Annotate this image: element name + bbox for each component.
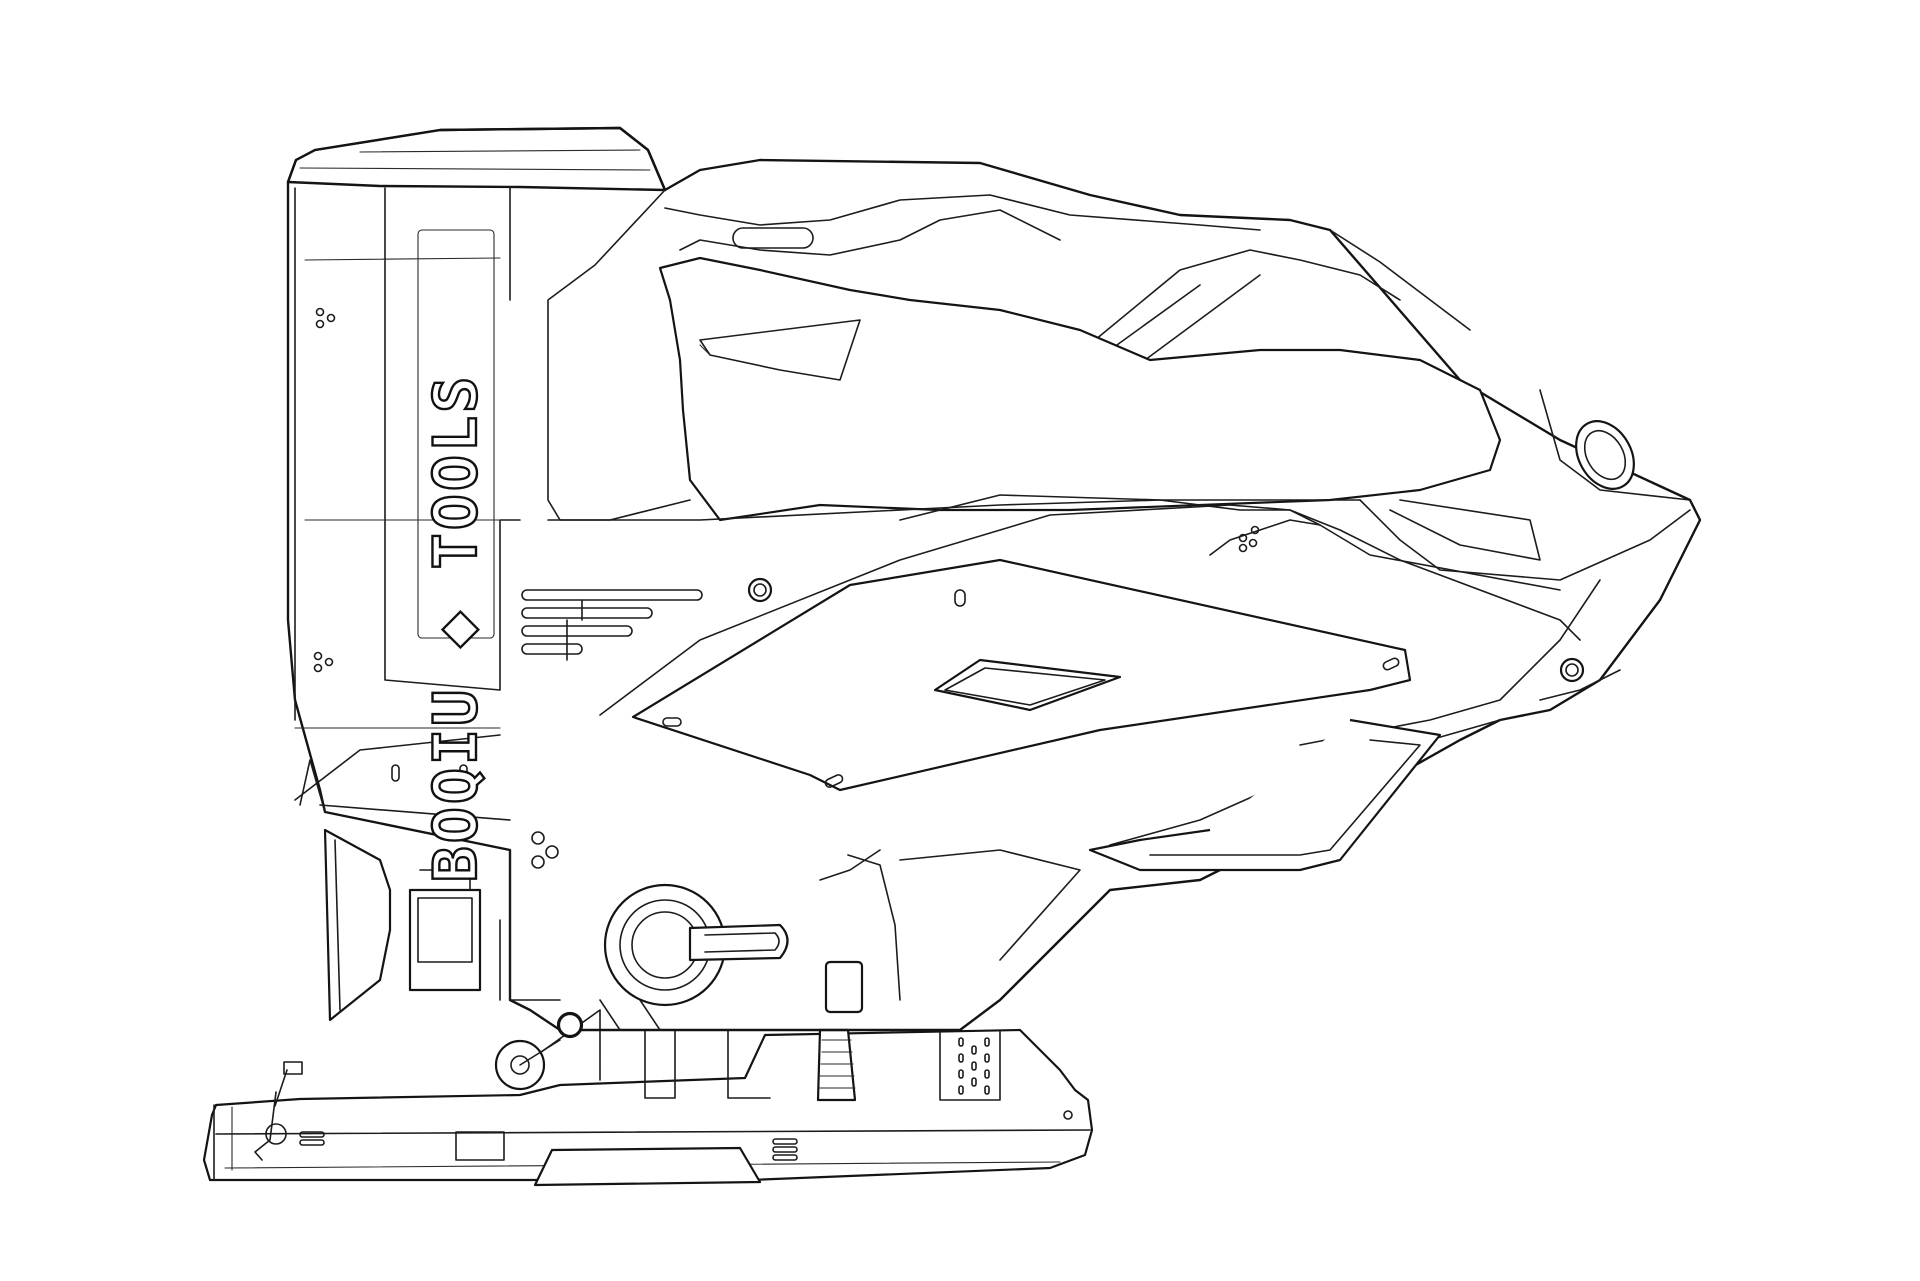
screw-1 — [747, 577, 773, 603]
grip-slot — [732, 227, 814, 249]
orbital-knob — [603, 883, 789, 1007]
lock-button — [824, 960, 864, 1014]
orbital-lever — [688, 923, 789, 962]
panel-dots — [1238, 525, 1260, 553]
panel-badge — [933, 658, 1122, 712]
rear-hole — [1575, 420, 1635, 490]
screw-3 — [557, 1012, 583, 1038]
vent-dots-lower — [313, 651, 334, 673]
base-screw — [1063, 1110, 1073, 1120]
blade-guard — [323, 828, 392, 1022]
top-cap — [286, 126, 667, 192]
lower-rear-bracket — [1088, 718, 1442, 872]
wordmark-frame — [417, 229, 495, 639]
handle-opening — [658, 256, 1502, 522]
base-slot-group-middle — [772, 1138, 798, 1161]
vent-dots-front — [531, 831, 559, 869]
main-body — [286, 126, 1702, 1038]
bevel-lever — [816, 1028, 857, 1102]
blade-clamp — [213, 1061, 303, 1181]
front-mount — [727, 1029, 771, 1099]
screw-2 — [1559, 657, 1585, 683]
vent-dots-upper — [315, 307, 336, 329]
bevel-scale — [939, 1029, 1001, 1101]
vent-slots — [521, 589, 703, 661]
blade-holder — [408, 888, 482, 992]
base-plate — [202, 1028, 1094, 1187]
trigger — [699, 319, 861, 381]
base-slide-plate — [533, 1146, 762, 1187]
base-window — [455, 1131, 505, 1161]
base-slot-group-front — [299, 1131, 325, 1146]
